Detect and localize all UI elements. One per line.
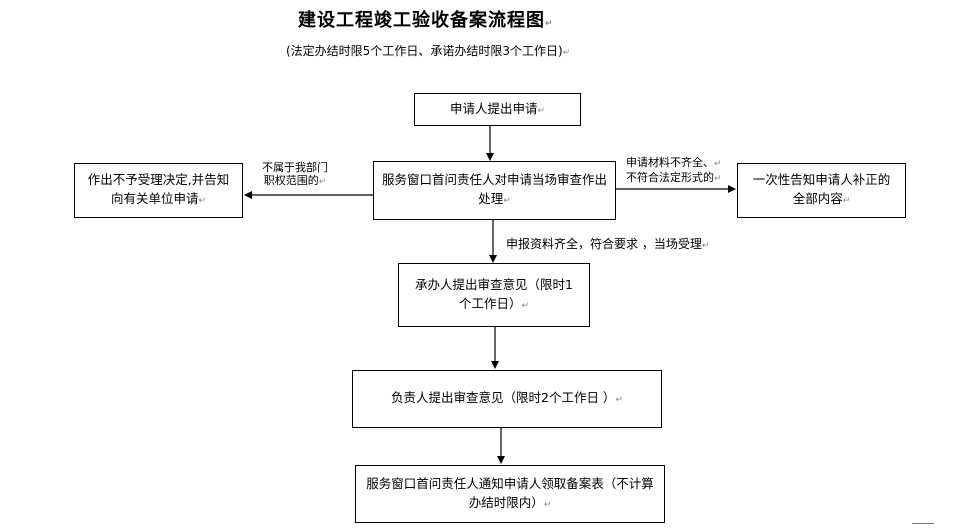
diagram-subtitle: (法定办结时限5个工作日、承诺办结时限3个工作日)↵ <box>286 44 571 58</box>
diagram-title: 建设工程竣工验收备案流程图↵ <box>298 10 554 31</box>
node-apply: 申请人提出申请↵ <box>414 93 581 126</box>
edge-label-out-of-scope-line2: 职权范围的↵ <box>263 174 327 187</box>
page-corner-mark <box>912 523 934 526</box>
node-notify-collect: 服务窗口首问责任人通知申请人领取备案表（不计算办结时限内）↵ <box>355 465 665 523</box>
edge-label-incomplete: 申请材料不齐全、↵ 不符合法定形式的↵ <box>626 156 722 186</box>
node-reject: 作出不予受理决定,并告知向有关单位申请↵ <box>74 163 243 218</box>
node-handler-opinion: 承办人提出审查意见（限时1个工作日）↵ <box>398 263 590 327</box>
node-window-review: 服务窗口首问责任人对申请当场审查作出处理↵ <box>373 161 616 220</box>
edge-label-incomplete-line2: 不符合法定形式的↵ <box>626 171 722 184</box>
edge-label-out-of-scope: 不属于我部门 职权范围的↵ <box>262 161 328 189</box>
edge-label-incomplete-line1: 申请材料不齐全、↵ <box>626 156 722 169</box>
node-chief-opinion: 负责人提出审查意见（限时2个工作日 ）↵ <box>352 370 662 428</box>
edge-label-complete: 申报资料齐全，符合要求 ，当场受理↵ <box>506 237 710 252</box>
node-notify-supplement: 一次性告知申请人补正的全部内容↵ <box>737 163 906 218</box>
edge-label-out-of-scope-line1: 不属于我部门 <box>262 161 328 174</box>
